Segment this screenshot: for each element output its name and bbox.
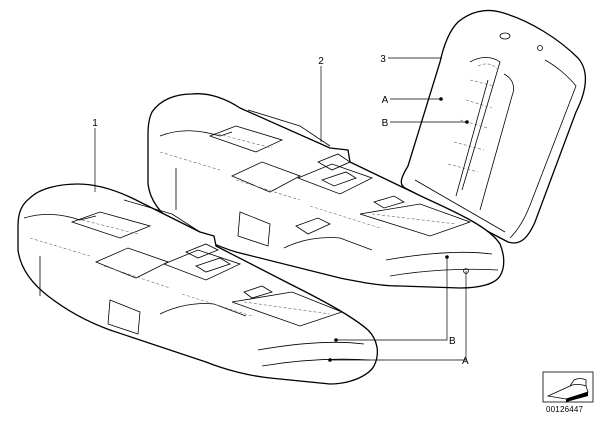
callout-ref-b-upper: B (382, 118, 389, 129)
ref-dot-b-lower-seat (445, 255, 449, 259)
ref-dot-b-lower-front (334, 338, 338, 342)
ref-dot-a-upper (439, 97, 443, 101)
backrest-cover (400, 9, 586, 244)
leader-ref-a-lower (330, 271, 467, 361)
callout-labels: 1 2 3 A B B A (92, 54, 469, 367)
ref-dot-a-lower-seat (463, 268, 469, 274)
callout-part-2: 2 (318, 56, 324, 67)
leader-lines (94, 57, 469, 362)
leader-ref-b-lower (336, 257, 448, 341)
callout-ref-a-upper: A (382, 95, 389, 106)
seat-cushion-cover-rear (147, 93, 505, 289)
seat-cover-thumbnail-icon (542, 371, 594, 403)
diagram-id-label: 00126447 (546, 405, 584, 414)
ref-dot-b-upper (465, 120, 469, 124)
seat-cushion-cover-front (17, 183, 379, 385)
callout-part-1: 1 (92, 118, 98, 129)
ref-dot-a-lower-front (328, 358, 332, 362)
callout-part-3: 3 (380, 54, 386, 65)
callout-ref-a-lower: A (462, 356, 469, 367)
callout-ref-b-lower: B (449, 336, 456, 347)
